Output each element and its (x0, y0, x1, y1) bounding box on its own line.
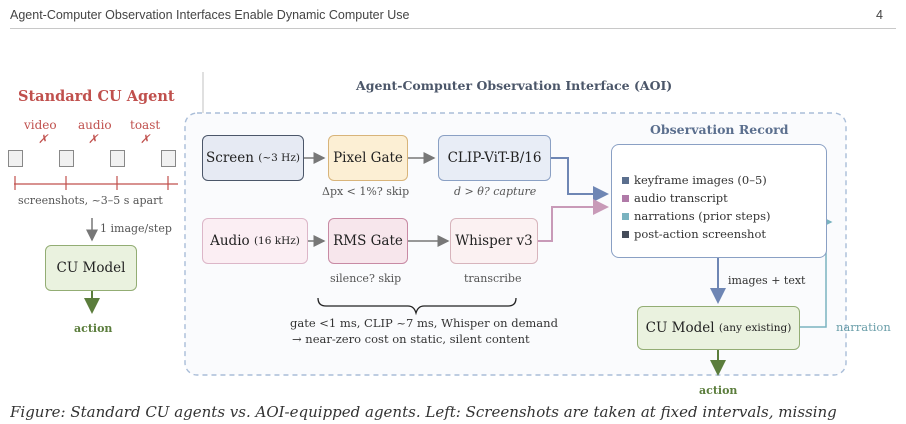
record-item: narrations (prior steps) (622, 207, 770, 225)
step-label: 1 image/step (100, 222, 172, 235)
missed-event-video: video (24, 118, 57, 132)
action-label-right: action (699, 384, 738, 397)
record-item-label: post-action screenshot (634, 227, 766, 241)
missed-mark-icon: ✗ (38, 132, 49, 146)
screen-rate: (~3 Hz) (258, 152, 300, 164)
header-rule (10, 28, 896, 29)
screenshot-thumbnail (161, 150, 176, 167)
record-item: post-action screenshot (622, 225, 770, 243)
cu-model-box-left: CU Model (45, 245, 137, 291)
rms-gate-caption: silence? skip (330, 272, 402, 285)
aoi-title: Agent-Computer Observation Interface (AO… (356, 78, 673, 93)
record-item-list: keyframe images (0–5) audio transcript n… (622, 171, 770, 243)
legend-swatch (622, 230, 629, 238)
legend-swatch (622, 212, 629, 220)
record-item-label: narrations (prior steps) (634, 209, 771, 223)
record-item-label: audio transcript (634, 191, 728, 205)
audio-rate: (16 kHz) (253, 235, 300, 247)
images-text-label: images + text (728, 274, 806, 287)
record-item: keyframe images (0–5) (622, 171, 770, 189)
missed-event-toast: toast (130, 118, 161, 132)
screen-source-box: Screen (~3 Hz) (202, 135, 304, 181)
figure-caption: Figure: Standard CU agents vs. AOI-equip… (10, 403, 837, 421)
pixel-gate-caption: Δpx < 1%? skip (322, 185, 410, 198)
audio-source-box: Audio (16 kHz) (202, 218, 308, 264)
clip-caption: d > θ? capture (454, 185, 537, 198)
clip-box: CLIP-ViT-B/16 (438, 135, 551, 181)
running-header-title: Agent-Computer Observation Interfaces En… (10, 8, 410, 22)
timeline-caption: screenshots, ~3–5 s apart (18, 194, 163, 207)
whisper-caption: transcribe (464, 272, 522, 285)
action-label-left: action (74, 322, 113, 335)
pixel-gate-box: Pixel Gate (328, 135, 408, 181)
cu-model-note: (any existing) (718, 322, 792, 334)
cu-model-box-right: CU Model (any existing) (637, 306, 800, 350)
cost-brace (317, 297, 517, 316)
legend-swatch (622, 176, 629, 184)
rms-gate-box: RMS Gate (328, 218, 408, 264)
arrow-whisper-to-record (538, 199, 609, 242)
missed-mark-icon: ✗ (88, 132, 99, 146)
screenshot-thumbnail (110, 150, 125, 167)
audio-label: Audio (210, 233, 250, 249)
screen-label: Screen (206, 150, 254, 166)
arrow-clip-to-record (551, 157, 609, 202)
cu-model-label: CU Model (645, 320, 715, 336)
observation-record-panel: keyframe images (0–5) audio transcript n… (611, 144, 827, 258)
legend-swatch (622, 194, 629, 202)
standard-agent-title: Standard CU Agent (18, 88, 175, 105)
screenshot-thumbnail (59, 150, 74, 167)
whisper-box: Whisper v3 (450, 218, 538, 264)
cost-note-line2: → near-zero cost on static, silent conte… (292, 332, 530, 346)
record-item: audio transcript (622, 189, 770, 207)
observation-record-title: Observation Record (650, 122, 789, 137)
narration-label: narration (836, 320, 891, 334)
screenshot-thumbnail (8, 150, 23, 167)
record-item-label: keyframe images (0–5) (634, 173, 767, 187)
page-number: 4 (876, 8, 883, 22)
missed-event-audio: audio (78, 118, 112, 132)
cost-note-line1: gate <1 ms, CLIP ~7 ms, Whisper on deman… (290, 316, 558, 330)
missed-mark-icon: ✗ (140, 132, 151, 146)
